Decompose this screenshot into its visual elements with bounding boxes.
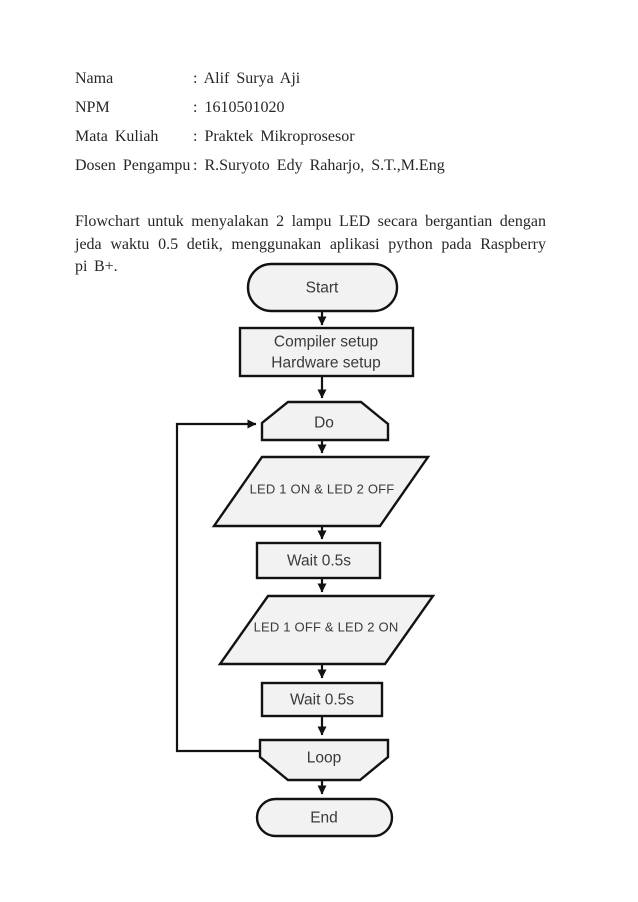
- node-wait1-label: Wait 0.5s: [287, 553, 351, 570]
- info-value: : Praktek Mikroprosesor: [193, 128, 355, 145]
- student-info: Nama : Alif Surya Aji NPM : 1610501020 Mat…: [75, 64, 445, 180]
- info-label: NPM: [75, 99, 110, 116]
- node-wait1-shape: [255, 541, 382, 580]
- node-loop-shape: [258, 738, 390, 782]
- node-wait2-shape: [260, 681, 384, 718]
- info-row-dosen-pengampu: Dosen Pengampu: R.Suryoto Edy Raharjo, S…: [75, 151, 445, 180]
- edge-loop-back-to-do: [175, 419, 262, 753]
- node-led1off-label: LED 1 OFF & LED 2 ON: [254, 620, 399, 635]
- info-value: : R.Suryoto Edy Raharjo, S.T.,M.Eng: [193, 157, 445, 174]
- info-label: Dosen Pengampu: [75, 157, 191, 174]
- node-setup-label-line1: Compiler setup: [274, 334, 378, 351]
- info-value: : Alif Surya Aji: [193, 70, 301, 87]
- node-setup-label-line2: Hardware setup: [271, 355, 380, 372]
- info-label: Mata Kuliah: [75, 128, 159, 145]
- node-do-shape: [260, 400, 390, 442]
- info-label: Nama: [75, 70, 114, 87]
- description-paragraph: Flowchart untuk menyalakan 2 lampu LED s…: [75, 213, 546, 275]
- node-do-label: Do: [314, 415, 334, 432]
- node-led1off-shape: [217, 594, 436, 666]
- node-end-shape: [255, 797, 394, 838]
- info-row-nama: Nama : Alif Surya Aji: [75, 64, 445, 93]
- info-row-npm: NPM : 1610501020: [75, 93, 445, 122]
- node-end-label: End: [310, 810, 338, 827]
- node-led1on-label: LED 1 ON & LED 2 OFF: [250, 482, 395, 497]
- node-start-label: Start: [306, 280, 339, 297]
- node-start-shape: [246, 262, 399, 313]
- info-value: : 1610501020: [193, 99, 285, 116]
- info-row-mata-kuliah: Mata Kuliah : Praktek Mikroprosesor: [75, 122, 445, 151]
- node-loop-label: Loop: [307, 750, 341, 767]
- node-setup-shape: [238, 326, 415, 378]
- node-wait2-label: Wait 0.5s: [290, 692, 354, 709]
- node-led1on-shape: [211, 455, 431, 528]
